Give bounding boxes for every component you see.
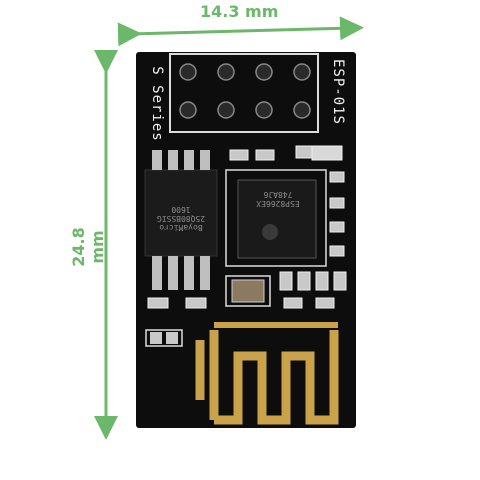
smd-components <box>147 145 347 309</box>
antenna-outline <box>214 322 338 328</box>
header-pins <box>179 63 311 119</box>
width-dimension-label: 14.3 mm <box>200 2 279 21</box>
series-silkscreen: S Series <box>149 66 165 142</box>
flash-chip <box>144 150 218 290</box>
status-led <box>145 329 183 347</box>
height-dimension-label: 24.8 mm <box>69 227 107 267</box>
soc-chip <box>225 169 327 267</box>
pin-header-outline <box>169 53 319 133</box>
width-dimension-arrow <box>117 16 364 47</box>
soc-chip-marking: ESP8266EX 748AJ6 <box>256 190 300 208</box>
model-silkscreen: ESP-01S <box>330 58 346 125</box>
crystal-oscillator <box>225 275 271 307</box>
flash-chip-marking: BoyaMicro 25Q80BSSIG 1600 <box>156 205 206 232</box>
pcb-antenna <box>195 330 339 425</box>
